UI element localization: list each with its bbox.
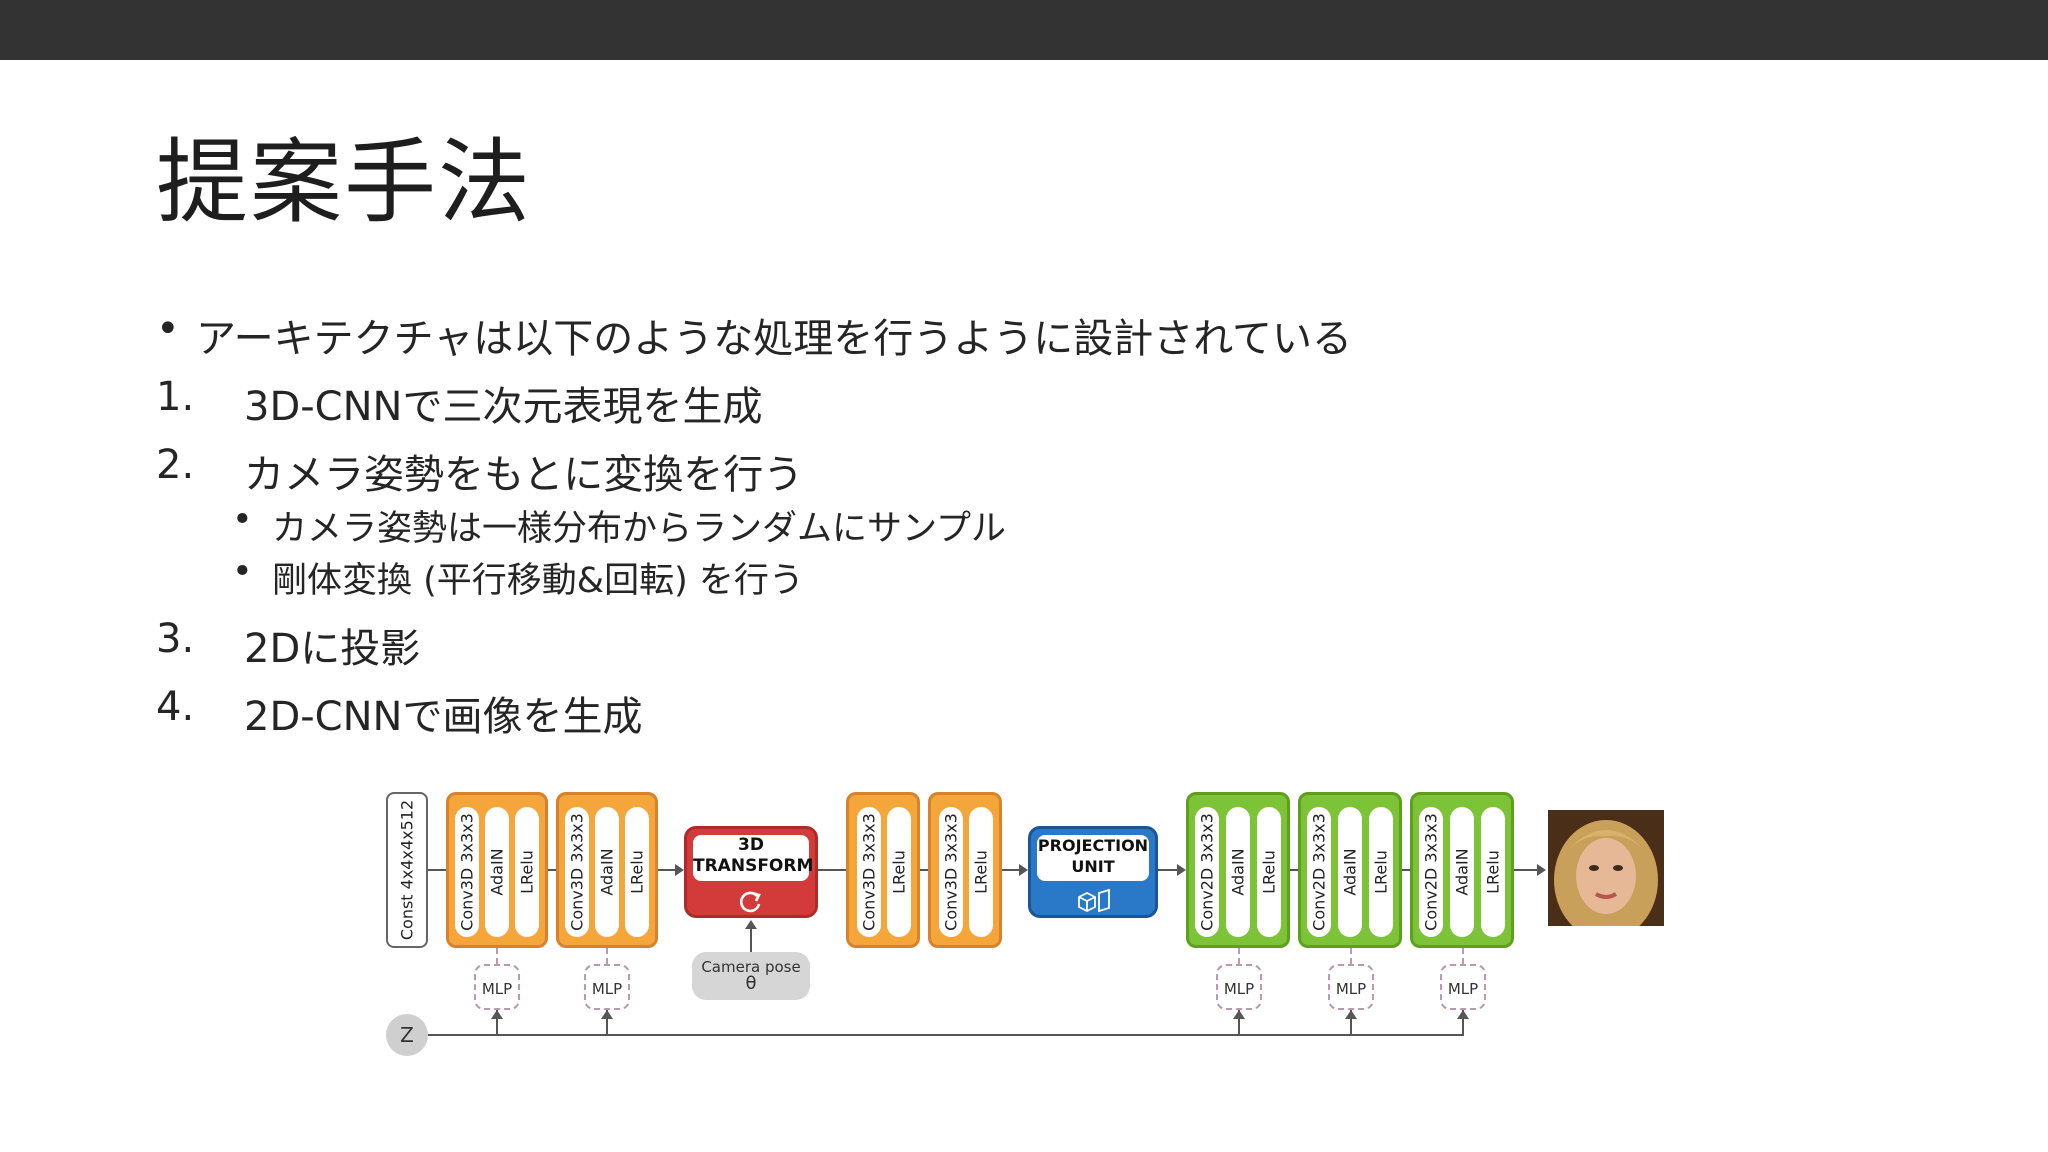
mlp-box-2: MLP [584, 964, 630, 1010]
layer-slot: LRelu [625, 807, 649, 937]
mlp-box-1: MLP [474, 964, 520, 1010]
layer-label: LRelu [971, 850, 991, 894]
rotate-icon [739, 891, 761, 913]
step-text: 3D-CNNで三次元表現を生成 [244, 384, 763, 430]
mlp-box-3: MLP [1216, 964, 1262, 1010]
step-number: 3. [156, 616, 195, 662]
layer-slot: Conv3D 3x3x3 [565, 807, 589, 937]
layer-label: AdaIN [597, 848, 617, 896]
layer-label: LRelu [517, 850, 537, 894]
step-number: 1. [156, 374, 195, 420]
bullet-dot: • [156, 306, 180, 352]
top-bar [0, 0, 2048, 60]
layer-slot: AdaIN [1450, 807, 1474, 937]
layer-label: LRelu [1259, 850, 1279, 894]
layer-label: Conv2D 3x3x3 [1421, 813, 1441, 931]
layer-label: LRelu [889, 850, 909, 894]
face-portrait [1548, 810, 1664, 926]
transform-label: 3D TRANSFORM [693, 835, 814, 881]
layer-slot: AdaIN [485, 807, 509, 937]
projection-label-line-2: UNIT [1071, 857, 1115, 876]
step-text: 2Dに投影 [244, 626, 421, 672]
intro-bullet-text: アーキテクチャは以下のような処理を行うように設計されている [196, 316, 1352, 362]
layer-slot: LRelu [887, 807, 911, 937]
sub-bullet-text: 剛体変換 (平行移動&回転) を行う [272, 561, 804, 601]
conv3d-block-3: Conv3D 3x3x3 LRelu [846, 792, 920, 948]
layer-label: AdaIN [1340, 848, 1360, 896]
layer-label: Conv2D 3x3x3 [1309, 813, 1329, 931]
layer-slot: LRelu [969, 807, 993, 937]
bullet-dot: • [232, 500, 253, 540]
layer-slot: LRelu [1481, 807, 1505, 937]
layer-slot: LRelu [515, 807, 539, 937]
transform-label-line-2: TRANSFORM [693, 856, 814, 876]
camera-pose-label: Camera pose [701, 958, 801, 976]
layer-slot: LRelu [1257, 807, 1281, 937]
mlp-box-5: MLP [1440, 964, 1486, 1010]
layer-label: Conv2D 3x3x3 [1197, 813, 1217, 931]
layer-slot: Conv3D 3x3x3 [455, 807, 479, 937]
z-latent-node: Z [386, 1014, 428, 1056]
camera-theta: θ [745, 973, 757, 994]
layer-slot: AdaIN [1338, 807, 1362, 937]
architecture-diagram: Const 4x4x4x512 Conv3D 3x3x3 AdaIN LRelu… [380, 780, 1680, 1060]
step-text: カメラ姿勢をもとに変換を行う [244, 452, 804, 498]
slide-title: 提案手法 [156, 129, 533, 236]
mlp-box-4: MLP [1328, 964, 1374, 1010]
layer-label: AdaIN [1228, 848, 1248, 896]
layer-slot: AdaIN [595, 807, 619, 937]
output-face-image [1548, 810, 1664, 926]
sub-bullet-text: カメラ姿勢は一様分布からランダムにサンプル [272, 509, 1006, 549]
step-number: 2. [156, 442, 195, 488]
conv2d-block-1: Conv2D 3x3x3 AdaIN LRelu [1186, 792, 1290, 948]
conv3d-block-2: Conv3D 3x3x3 AdaIN LRelu [556, 792, 658, 948]
const-input-box: Const 4x4x4x512 [386, 792, 428, 948]
bullet-dot: • [232, 552, 253, 592]
transform-label-line-1: 3D [738, 835, 764, 855]
layer-label: AdaIN [487, 848, 507, 896]
layer-label: Conv3D 3x3x3 [859, 813, 879, 931]
transform-3d-box: 3D TRANSFORM [684, 826, 818, 918]
layer-slot: Conv2D 3x3x3 [1307, 807, 1331, 937]
step-number: 4. [156, 684, 195, 730]
conv3d-block-1: Conv3D 3x3x3 AdaIN LRelu [446, 792, 548, 948]
layer-label: LRelu [1483, 850, 1503, 894]
const-label: Const 4x4x4x512 [397, 799, 417, 941]
layer-label: Conv3D 3x3x3 [457, 813, 477, 931]
conv3d-block-4: Conv3D 3x3x3 LRelu [928, 792, 1002, 948]
conv2d-block-3: Conv2D 3x3x3 AdaIN LRelu [1410, 792, 1514, 948]
layer-label: LRelu [627, 850, 647, 894]
layer-label: AdaIN [1452, 848, 1472, 896]
layer-slot: LRelu [1369, 807, 1393, 937]
layer-label: Conv3D 3x3x3 [567, 813, 587, 931]
camera-pose-box: Camera pose θ [692, 952, 810, 1000]
step-text: 2D-CNNで画像を生成 [244, 694, 643, 740]
layer-slot: Conv3D 3x3x3 [857, 807, 881, 937]
layer-slot: AdaIN [1226, 807, 1250, 937]
projection-label: PROJECTION UNIT [1037, 835, 1149, 881]
layer-slot: Conv2D 3x3x3 [1419, 807, 1443, 937]
layer-label: Conv3D 3x3x3 [941, 813, 961, 931]
layer-slot: Conv3D 3x3x3 [939, 807, 963, 937]
conv2d-block-2: Conv2D 3x3x3 AdaIN LRelu [1298, 792, 1402, 948]
cube-projection-icon [1078, 888, 1110, 913]
layer-slot: Conv2D 3x3x3 [1195, 807, 1219, 937]
projection-label-line-1: PROJECTION [1037, 836, 1149, 855]
layer-label: LRelu [1371, 850, 1391, 894]
projection-unit-box: PROJECTION UNIT [1028, 826, 1158, 918]
